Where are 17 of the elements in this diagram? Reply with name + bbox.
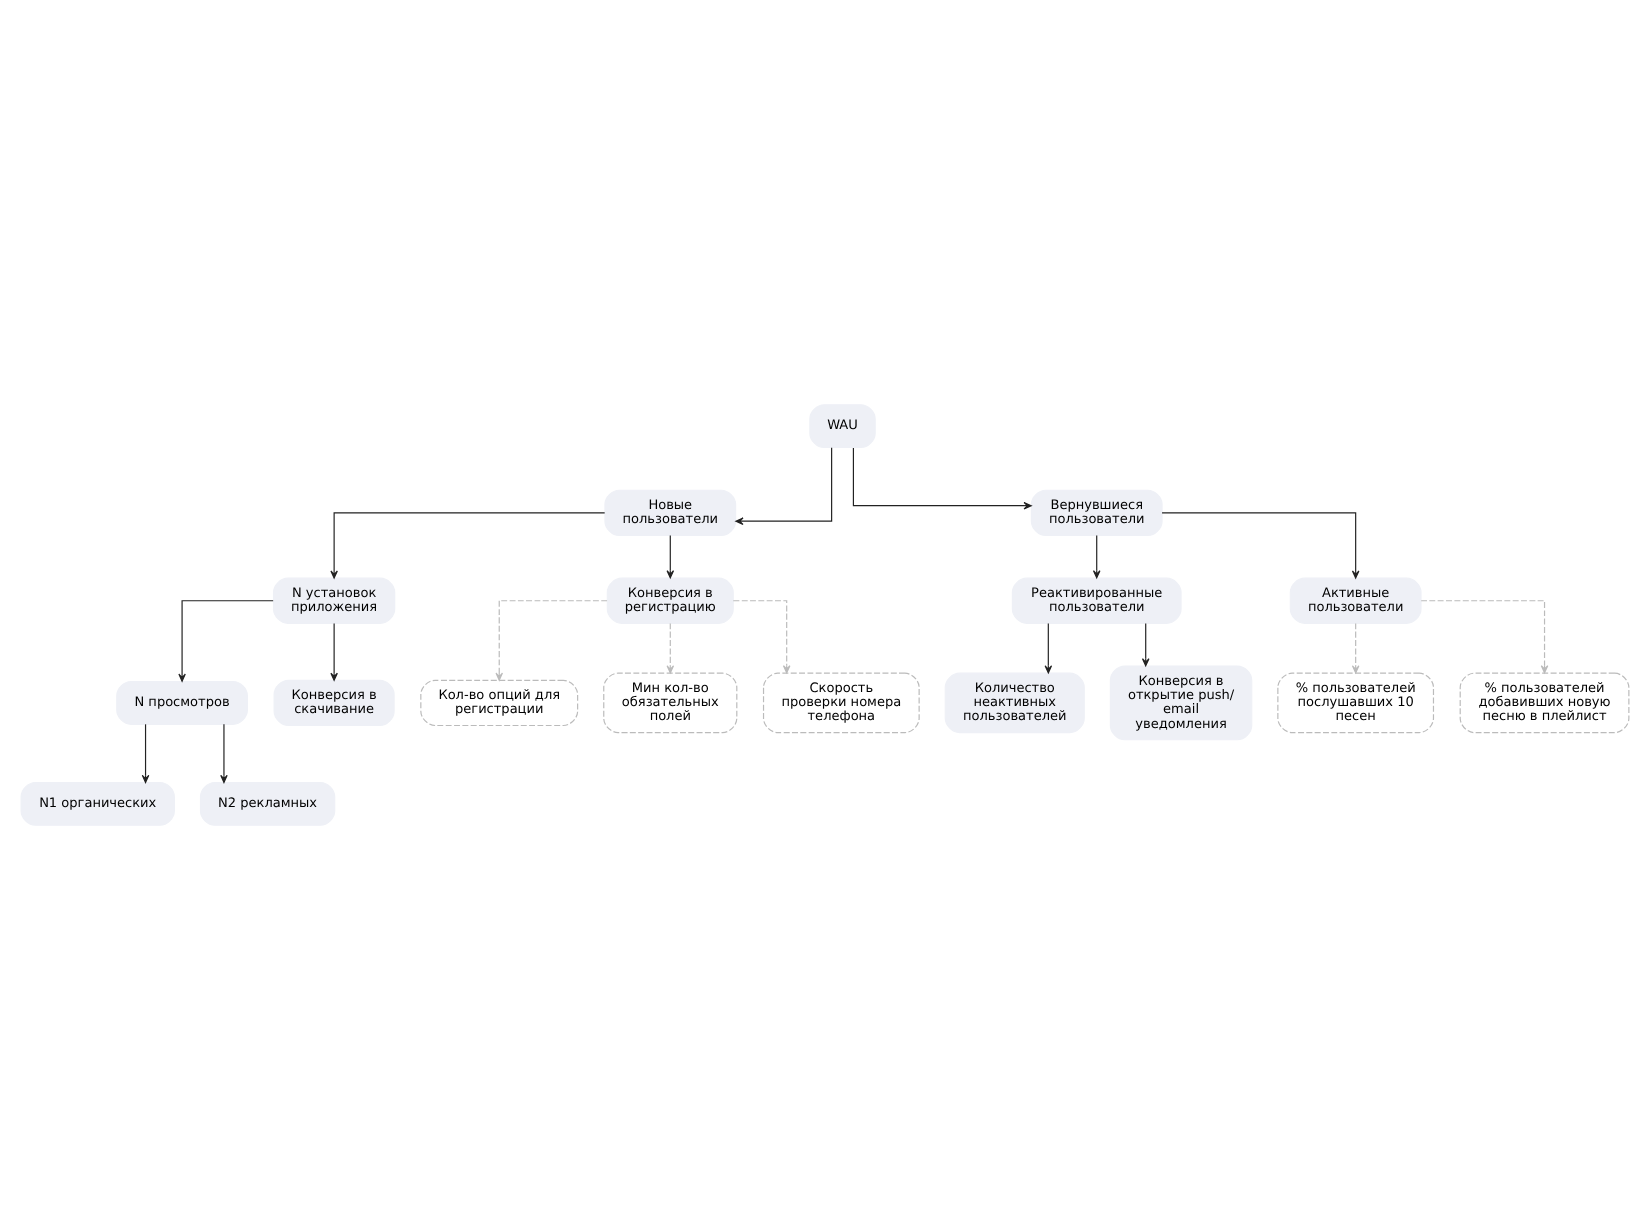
arrow [666, 533, 675, 578]
arrow [666, 621, 675, 673]
arrow [1161, 511, 1360, 578]
arrow [495, 599, 608, 680]
arrow [1141, 621, 1150, 666]
arrow [141, 722, 150, 783]
arrow [852, 446, 1032, 509]
arrow [1044, 621, 1053, 673]
arrow [735, 446, 833, 524]
arrow [1420, 599, 1549, 673]
arrow [330, 621, 338, 680]
arrow [1092, 533, 1101, 578]
arrow [732, 599, 791, 673]
arrow [330, 511, 606, 578]
arrow [1351, 621, 1360, 673]
arrow [220, 722, 228, 783]
arrow [178, 599, 274, 681]
